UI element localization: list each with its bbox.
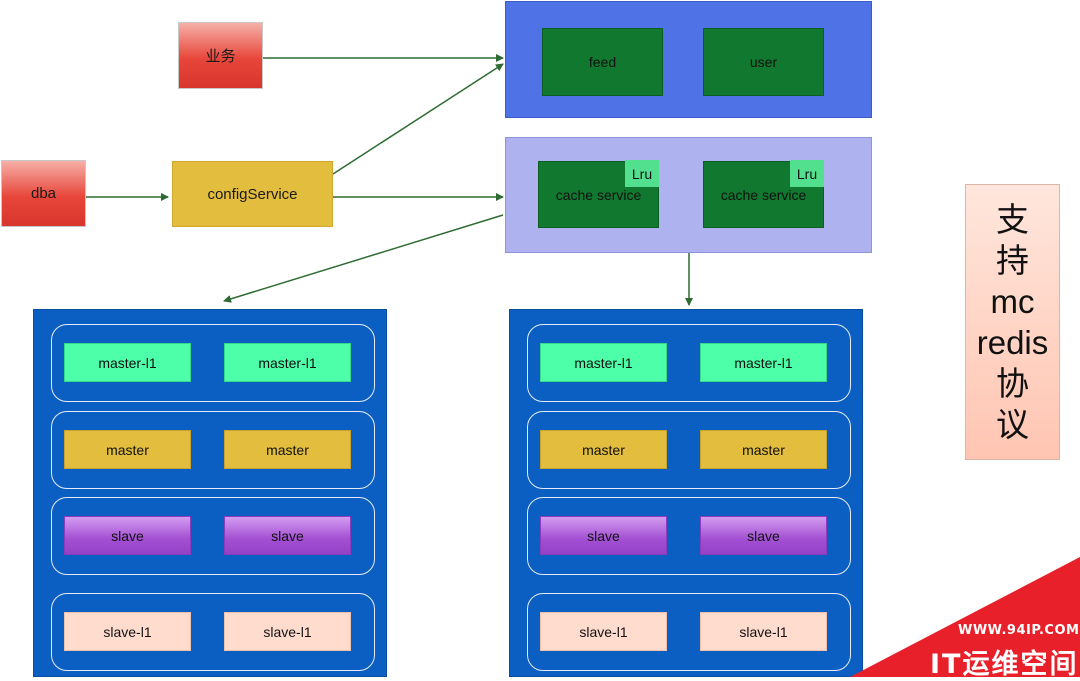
feed-box: feed: [542, 28, 663, 96]
master-group: [527, 411, 851, 489]
master-node: master: [64, 430, 191, 469]
watermark-triangle: [850, 557, 1080, 677]
protocol-support-note: 支 持 mc redis 协 议: [965, 184, 1060, 460]
master-l1-group: [527, 324, 851, 402]
slave-group: [527, 497, 851, 575]
slave-l1-group: [527, 593, 851, 671]
slave-node: slave: [700, 516, 827, 555]
slave-node: slave: [224, 516, 351, 555]
master-l1-node: master-l1: [224, 343, 351, 382]
slave-l1-node: slave-l1: [64, 612, 191, 651]
note-line: mc: [990, 283, 1035, 320]
slave-l1-node: slave-l1: [700, 612, 827, 651]
dba-box: dba: [1, 160, 86, 227]
master-node: master: [224, 430, 351, 469]
slave-l1-group: [51, 593, 375, 671]
master-l1-node: master-l1: [540, 343, 667, 382]
user-box: user: [703, 28, 824, 96]
master-node: master: [700, 430, 827, 469]
master-l1-group: [51, 324, 375, 402]
note-line: 支: [996, 201, 1029, 238]
arrow-config-to-api: [332, 63, 504, 175]
slave-l1-node: slave-l1: [224, 612, 351, 651]
master-l1-node: master-l1: [64, 343, 191, 382]
master-node: master: [540, 430, 667, 469]
master-l1-node: master-l1: [700, 343, 827, 382]
business-box: 业务: [178, 22, 263, 89]
watermark-brand: IT运维空间: [930, 649, 1079, 680]
arrow-cache-to-left-cluster: [223, 214, 504, 303]
note-line: 议: [996, 406, 1029, 443]
slave-node: slave: [64, 516, 191, 555]
slave-group: [51, 497, 375, 575]
lru-tag: Lru: [790, 160, 824, 187]
note-line: redis: [976, 324, 1049, 361]
note-line: 持: [996, 242, 1029, 279]
watermark-url: WWW.94IP.COM: [958, 623, 1080, 638]
config-service-box: configService: [172, 161, 333, 227]
note-line: 协: [996, 365, 1029, 402]
slave-l1-node: slave-l1: [540, 612, 667, 651]
master-group: [51, 411, 375, 489]
slave-node: slave: [540, 516, 667, 555]
lru-tag: Lru: [625, 160, 659, 187]
